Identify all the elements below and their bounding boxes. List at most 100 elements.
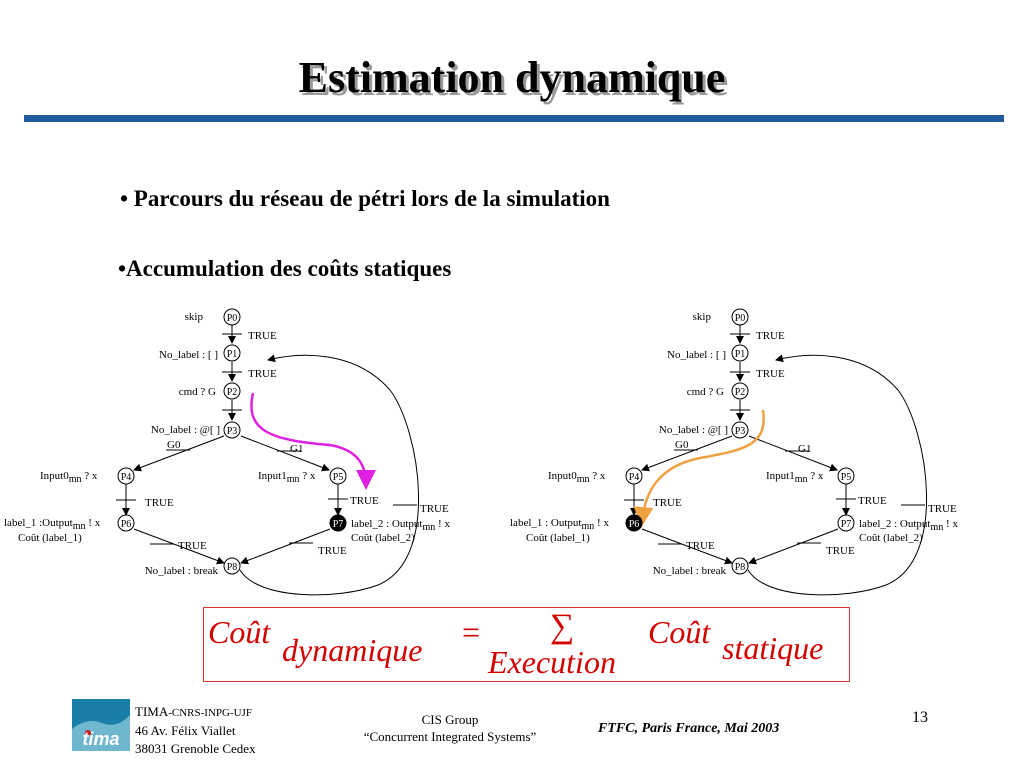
- formula-equals: =: [462, 614, 481, 650]
- label-true: TRUE: [248, 368, 277, 380]
- place-p4-right: P4: [625, 467, 643, 485]
- svg-text:P0: P0: [227, 313, 238, 324]
- label-g0: G0: [675, 439, 689, 451]
- svg-text:P0: P0: [735, 313, 746, 324]
- place-p5-left: P5: [329, 467, 347, 485]
- label-true: TRUE: [248, 330, 277, 342]
- svg-text:P4: P4: [121, 472, 132, 483]
- label-input1: Input1mn ? x: [766, 470, 824, 485]
- label-true: TRUE: [420, 503, 449, 515]
- label-skip: skip: [693, 311, 712, 323]
- svg-text:P1: P1: [735, 349, 746, 360]
- label-true: TRUE: [928, 503, 957, 515]
- label-g0: G0: [167, 439, 181, 451]
- petri-net-right: P0 P1 P2 P3 P4 P5 P6 P7 P8 skip TRUE No_…: [510, 308, 958, 596]
- label-no-label-break: No_label : break: [653, 565, 727, 577]
- page-number: 13: [912, 709, 928, 726]
- label-cout-2: Coût (label_2): [859, 532, 923, 544]
- label-true: TRUE: [826, 545, 855, 557]
- svg-text:P8: P8: [227, 562, 238, 573]
- label-true: TRUE: [178, 540, 207, 552]
- svg-text:P6: P6: [629, 519, 640, 530]
- place-p8-left: P8: [223, 557, 241, 575]
- place-p5-right: P5: [837, 467, 855, 485]
- formula-dynamique: dynamique: [282, 632, 423, 668]
- label-skip: skip: [185, 311, 204, 323]
- formula-sigma-icon: ∑: [550, 608, 575, 645]
- label-true: TRUE: [145, 497, 174, 509]
- footer-address-line-1: 46 Av. Félix Viallet: [135, 723, 236, 738]
- place-p7-left-active: P7: [329, 514, 347, 532]
- svg-text:P7: P7: [333, 519, 344, 530]
- svg-text:P5: P5: [333, 472, 344, 483]
- bullet-2: •Accumulation des coûts statiques: [118, 256, 452, 281]
- footer-conference: FTFC, Paris France, Mai 2003: [598, 721, 780, 736]
- label-no-label-empty: No_label : [ ]: [667, 349, 726, 361]
- label-no-label-at: No_label : @[ ]: [659, 424, 728, 436]
- label-input0: Input0mn ? x: [548, 470, 606, 485]
- place-p2-left: P2: [223, 382, 241, 400]
- label-output-2: label_2 : Outputmn ! x: [351, 518, 450, 533]
- svg-text:P6: P6: [121, 519, 132, 530]
- footer-org: TIMA-CNRS-INPG-UJF: [135, 704, 252, 719]
- label-true: TRUE: [686, 540, 715, 552]
- svg-text:P2: P2: [227, 387, 238, 398]
- label-cmd: cmd ? G: [179, 386, 216, 398]
- footer-group-line-2: “Concurrent Integrated Systems”: [363, 729, 537, 744]
- svg-text:P3: P3: [735, 426, 746, 437]
- footer-address: TIMA-CNRS-INPG-UJF 46 Av. Félix Viallet …: [135, 703, 256, 758]
- place-p0-left: P0: [223, 308, 241, 326]
- place-p1-right: P1: [731, 344, 749, 362]
- svg-text:P7: P7: [841, 519, 852, 530]
- simulation-path-left: [250, 392, 376, 490]
- formula-cout-1: Coût: [208, 614, 271, 650]
- simulation-path-right: [633, 409, 765, 527]
- place-p1-left: P1: [223, 344, 241, 362]
- label-input1: Input1mn ? x: [258, 470, 316, 485]
- svg-text:P5: P5: [841, 472, 852, 483]
- label-no-label-empty: No_label : [ ]: [159, 349, 218, 361]
- place-p4-left: P4: [117, 467, 135, 485]
- slide-title: Estimation dynamique: [298, 53, 726, 102]
- label-no-label-at: No_label : @[ ]: [151, 424, 220, 436]
- label-output-1: label_1 : Outputmn ! x: [510, 517, 609, 532]
- place-p0-right: P0: [731, 308, 749, 326]
- bullet-1: • Parcours du réseau de pétri lors de la…: [120, 186, 610, 211]
- label-true: TRUE: [318, 545, 347, 557]
- title-underline-bar: [24, 115, 1004, 122]
- formula-cout-2: Coût: [648, 614, 711, 650]
- label-output-1: label_1 :Outputmn ! x: [4, 517, 101, 532]
- label-cout-1: Coût (label_1): [18, 532, 82, 544]
- label-true: TRUE: [756, 368, 785, 380]
- label-g1: G1: [798, 443, 811, 455]
- label-true: TRUE: [858, 495, 887, 507]
- place-p6-left: P6: [117, 514, 135, 532]
- label-cout-1: Coût (label_1): [526, 532, 590, 544]
- label-output-2: label_2 : Outputmn ! x: [859, 518, 958, 533]
- footer-group-line-1: CIS Group: [421, 712, 479, 727]
- svg-text:P3: P3: [227, 426, 238, 437]
- label-true: TRUE: [653, 497, 682, 509]
- place-p3-right: P3: [731, 421, 749, 439]
- svg-text:tima: tima: [82, 729, 119, 749]
- petri-net-left: P0 P1 P2 P3 P4 P5 P6 P7 P8 skip TRUE No_…: [4, 308, 450, 596]
- label-input0: Input0mn ? x: [40, 470, 98, 485]
- svg-text:P8: P8: [735, 562, 746, 573]
- formula-statique: statique: [722, 630, 824, 666]
- place-p7-right: P7: [837, 514, 855, 532]
- svg-text:P4: P4: [629, 472, 640, 483]
- label-true: TRUE: [756, 330, 785, 342]
- cost-formula-box: Coût dynamique = ∑ Execution Coût statiq…: [203, 607, 850, 682]
- svg-text:P1: P1: [227, 349, 238, 360]
- formula-execution: Execution: [488, 644, 616, 680]
- place-p6-right-active: P6: [625, 514, 643, 532]
- place-p3-left: P3: [223, 421, 241, 439]
- label-cout-2: Coût (label_2): [351, 532, 415, 544]
- label-no-label-break: No_label : break: [145, 565, 219, 577]
- place-p2-right: P2: [731, 382, 749, 400]
- footer-group: CIS Group “Concurrent Integrated Systems…: [340, 711, 560, 745]
- svg-text:P2: P2: [735, 387, 746, 398]
- label-true: TRUE: [350, 495, 379, 507]
- footer-address-line-2: 38031 Grenoble Cedex: [135, 741, 256, 756]
